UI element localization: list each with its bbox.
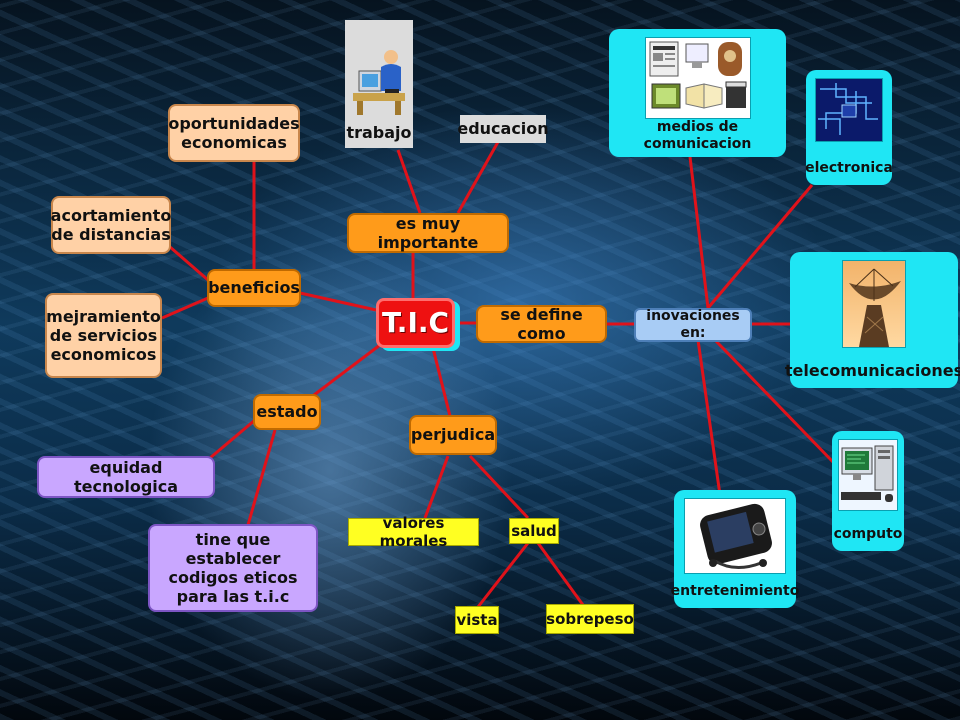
- node-label: entretenimiento: [670, 583, 800, 600]
- node-label: se define como: [500, 304, 583, 343]
- link-perjudica-salud: [468, 454, 530, 520]
- node-salud[interactable]: salud: [509, 518, 559, 544]
- center-node-tic[interactable]: T.I.C: [376, 298, 455, 348]
- node-se-define-como[interactable]: se define como: [476, 305, 607, 343]
- media-collage-icon: [644, 37, 751, 119]
- link-inovaciones-medios: [688, 156, 710, 309]
- node-computo[interactable]: computo: [832, 431, 904, 551]
- link-importante-trabajo: [396, 149, 422, 214]
- node-label: salud: [511, 522, 557, 540]
- link-center-estado: [309, 343, 381, 400]
- office-worker-icon: [353, 49, 405, 115]
- link-beneficios-mejramiento: [161, 296, 209, 320]
- node-label: electronica: [805, 160, 893, 177]
- link-center-perjudica: [431, 347, 452, 417]
- link-inovaciones-computo: [713, 338, 835, 464]
- media-player-icon: [684, 498, 786, 574]
- node-acortamiento-distancias[interactable]: acortamiento de distancias: [51, 196, 171, 254]
- node-oportunidades-economicas[interactable]: oportunidades economicas: [168, 104, 300, 162]
- node-label: es muy importante: [377, 213, 479, 252]
- node-es-muy-importante[interactable]: es muy importante: [347, 213, 509, 253]
- node-equidad-tecnologica[interactable]: equidad tecnologica: [37, 456, 215, 498]
- node-electronica[interactable]: electronica: [805, 70, 893, 185]
- node-label: mejramiento de servicios economicos: [46, 306, 161, 365]
- node-beneficios[interactable]: beneficios: [207, 269, 301, 307]
- node-estado[interactable]: estado: [253, 394, 321, 430]
- desktop-computer-icon: [838, 439, 898, 511]
- link-center-beneficios: [299, 291, 377, 312]
- node-educacion[interactable]: educacion: [457, 115, 549, 143]
- node-label: sobrepeso: [546, 610, 634, 628]
- link-estado-codigos: [246, 429, 277, 526]
- link-estado-equidad: [209, 418, 256, 460]
- link-inovaciones-entretenimiento: [696, 339, 722, 496]
- circuit-board-icon: [815, 78, 883, 142]
- node-label: acortamiento de distancias: [50, 205, 172, 244]
- node-trabajo[interactable]: trabajo: [345, 20, 413, 148]
- link-salud-sobrepeso: [536, 542, 585, 606]
- node-label: trabajo: [346, 122, 412, 142]
- node-telecomunicaciones[interactable]: telecomunicaciones: [785, 252, 960, 388]
- node-label: estado: [256, 402, 318, 422]
- node-entretenimiento[interactable]: entretenimiento: [671, 490, 799, 608]
- node-label: perjudica: [410, 425, 496, 445]
- node-valores-morales[interactable]: valores morales: [348, 514, 479, 550]
- node-label: inovaciones en:: [646, 308, 740, 341]
- node-label: equidad tecnologica: [73, 457, 179, 496]
- node-label: medios de comunicacion: [643, 119, 752, 152]
- node-sobrepeso[interactable]: sobrepeso: [546, 604, 634, 634]
- node-mejramiento-servicios[interactable]: mejramiento de servicios economicos: [45, 293, 162, 378]
- link-salud-vista: [476, 542, 530, 608]
- node-codigos-eticos[interactable]: tine que establecer codigos eticos para …: [148, 524, 318, 612]
- node-medios-comunicacion[interactable]: medios de comunicacion: [609, 29, 786, 157]
- node-label: valores morales: [379, 514, 448, 550]
- satellite-dish-icon: [842, 260, 906, 348]
- link-inovaciones-electronica: [706, 184, 814, 309]
- link-importante-educacion: [456, 141, 500, 214]
- node-label: beneficios: [208, 278, 300, 298]
- center-label: T.I.C: [381, 306, 450, 340]
- node-inovaciones[interactable]: inovaciones en:: [634, 308, 752, 342]
- node-label: telecomunicaciones: [784, 360, 960, 380]
- link-perjudica-valores: [423, 455, 450, 519]
- link-beneficios-acortamiento: [169, 245, 209, 282]
- node-perjudica[interactable]: perjudica: [409, 415, 497, 455]
- node-label: educacion: [457, 119, 549, 139]
- node-label: vista: [456, 611, 498, 629]
- node-label: tine que establecer codigos eticos para …: [168, 529, 298, 607]
- node-vista[interactable]: vista: [455, 606, 499, 634]
- node-label: oportunidades economicas: [168, 113, 300, 152]
- node-label: computo: [833, 526, 903, 543]
